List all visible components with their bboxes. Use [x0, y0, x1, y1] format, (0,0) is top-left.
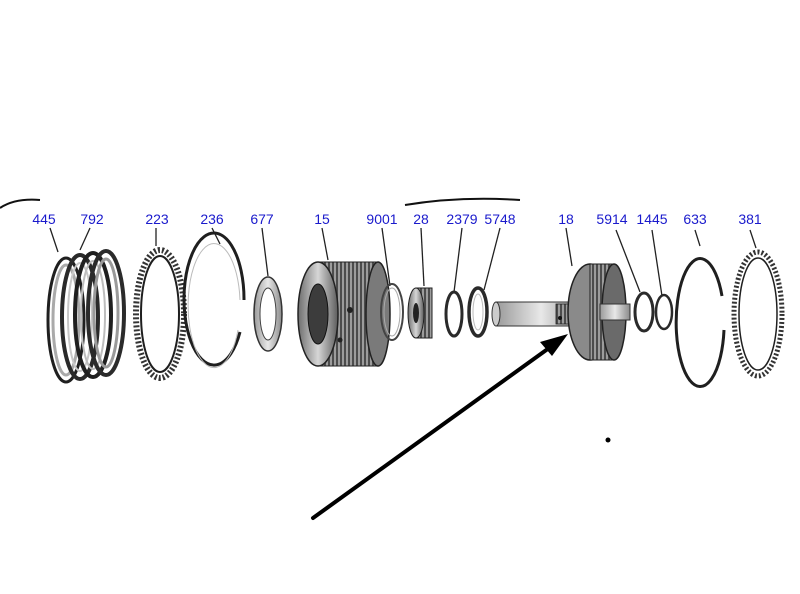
output-shaft-18	[491, 263, 631, 361]
washer-1445	[654, 293, 674, 331]
callout-label-partial-072: 072	[424, 390, 448, 406]
stray-dot	[605, 437, 611, 443]
callout-label-28: 28	[413, 211, 429, 227]
thrust-washer-677	[253, 276, 283, 352]
callout-label-5914: 5914	[596, 211, 627, 227]
leader-lines	[49, 227, 757, 297]
clutch-drum-15	[297, 261, 391, 367]
callout-label-223: 223	[145, 211, 169, 227]
callout-label-677: 677	[250, 211, 274, 227]
washer-5914	[633, 291, 655, 333]
callout-label-5748: 5748	[484, 211, 515, 227]
callout-label-partial-3690: 3690	[458, 390, 489, 406]
callout-label-partial-384: 384	[524, 390, 548, 406]
callout-label-9001: 9001	[366, 211, 397, 227]
callout-label-792: 792	[80, 211, 104, 227]
callout-label-236: 236	[200, 211, 224, 227]
callout-label-partial-105: 105	[696, 390, 720, 406]
callout-label-partial-882: 882	[566, 390, 590, 406]
pointer-arrow-icon	[311, 334, 568, 520]
callout-label-18: 18	[558, 211, 574, 227]
callout-label-633: 633	[683, 211, 707, 227]
callout-label-partial-4324: 4324	[628, 390, 659, 406]
top-left-edge-stroke	[0, 198, 41, 209]
callout-label-15: 15	[314, 211, 330, 227]
callout-labels-top: 445 792 223 236 677 15 9001 28 2379 5748 18 5914 144…	[32, 211, 762, 227]
clutch-plate-stack	[46, 249, 126, 384]
callout-label-1445: 1445	[636, 211, 667, 227]
washer-5748	[467, 286, 489, 338]
top-right-edge-stroke	[404, 197, 521, 206]
toothed-ring-381	[731, 249, 785, 379]
callout-label-381: 381	[738, 211, 762, 227]
toothed-ring-223	[133, 247, 187, 381]
snap-ring-236	[182, 231, 246, 369]
callout-label-2379: 2379	[446, 211, 477, 227]
callout-label-partial-8643: 8643	[746, 390, 777, 406]
gear-28	[407, 287, 433, 339]
callout-label-445: 445	[32, 211, 56, 227]
snap-ring-633	[674, 257, 726, 389]
washer-2379	[444, 290, 464, 338]
seal-ring-9001	[380, 283, 404, 341]
callout-labels-bottom: 072 3690 384 882 4324 105 8643	[424, 390, 777, 406]
